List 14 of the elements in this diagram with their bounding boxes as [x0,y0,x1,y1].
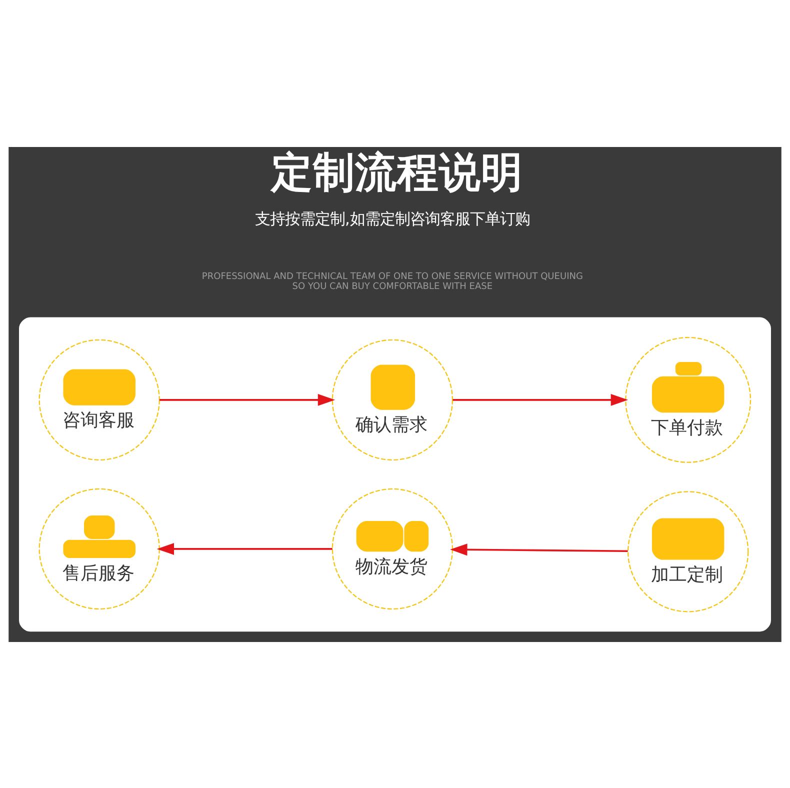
arrow [450,543,628,556]
label: PROFESSIONAL AND TECHNICAL TEAM OF ONE TO ONE SERVICE WITHOUT QUEUING SO YOU CAN BUY COMFORTABLE WITH EASE [202,271,583,292]
arrow [156,542,332,554]
diagram-title: 定制流程说明 [270,147,523,196]
node-circle: 咨询客服 [38,338,160,460]
arrow [160,393,336,406]
cluster [19,316,771,632]
node-circle: 下单付款 [625,336,752,462]
label: 支持按需定制,如需定制咨询客服下单订购 [255,209,530,228]
node-circle: 加工定制 [627,490,749,612]
node-circle: 物流发货 [332,488,454,610]
node-circle: 确认需求 [332,338,454,460]
node-circle: 售后服务 [38,488,160,610]
arrow [452,393,628,406]
